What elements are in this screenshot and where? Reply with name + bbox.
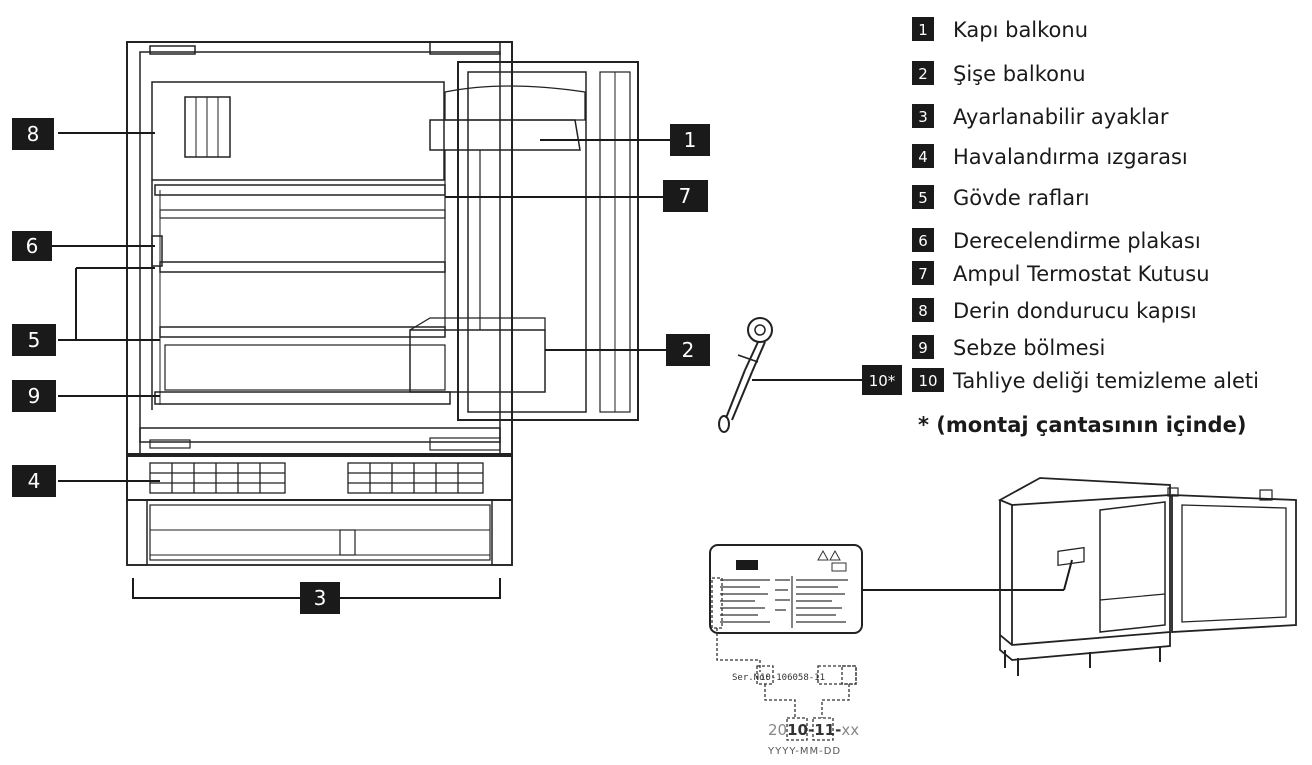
- callout-5-label: 5: [28, 328, 41, 352]
- callout-10: 10*: [862, 365, 902, 395]
- legend: 1 Kapı balkonu 2 Şişe balkonu 3 Ayarlana…: [912, 17, 1259, 437]
- callout-6: 6: [12, 231, 52, 261]
- legend-item-7: 7 Ampul Termostat Kutusu: [912, 261, 1210, 286]
- legend-text: Kapı balkonu: [953, 18, 1088, 42]
- legend-text: Ampul Termostat Kutusu: [953, 262, 1210, 286]
- legend-item-4: 4 Havalandırma ızgarası: [912, 144, 1188, 169]
- fridge-isometric-view: [997, 477, 1297, 676]
- brand-logo-mark: [736, 560, 758, 570]
- legend-text: Sebze bölmesi: [953, 336, 1105, 360]
- date-month: 11: [814, 721, 835, 739]
- legend-num: 6: [918, 232, 928, 250]
- legend-item-8: 8 Derin dondurucu kapısı: [912, 298, 1197, 323]
- legend-text: Derin dondurucu kapısı: [953, 299, 1197, 323]
- drain-cleaning-tool: [718, 317, 773, 433]
- legend-text: Gövde rafları: [953, 186, 1090, 210]
- serial-label: Ser.No:: [732, 673, 770, 683]
- callout-4-label: 4: [28, 469, 41, 493]
- legend-item-9: 9 Sebze bölmesi: [912, 335, 1105, 360]
- plate-text-lines: [720, 579, 848, 623]
- legend-item-3: 3 Ayarlanabilir ayaklar: [912, 104, 1169, 129]
- legend-text: Havalandırma ızgarası: [953, 145, 1188, 169]
- warning-icon: [817, 549, 841, 561]
- legend-text: Derecelendirme plakası: [953, 229, 1201, 253]
- legend-item-1: 1 Kapı balkonu: [912, 17, 1088, 42]
- plate-leader-line-end: [1063, 559, 1073, 591]
- legend-item-10: 10 Tahliye deliği temizleme aleti: [912, 368, 1259, 393]
- legend-item-6: 6 Derecelendirme plakası: [912, 228, 1201, 253]
- leader-lines: [52, 132, 670, 599]
- legend-note: * (montaj çantasının içinde): [918, 413, 1246, 437]
- legend-num: 8: [918, 302, 928, 320]
- legend-text: Tahliye deliği temizleme aleti: [952, 369, 1259, 393]
- callout-7: 7: [663, 180, 708, 212]
- callout-2: 2: [666, 334, 710, 366]
- callout-9: 9: [12, 380, 56, 412]
- legend-num: 4: [918, 148, 928, 166]
- callout-8-label: 8: [27, 122, 40, 146]
- legend-item-2: 2 Şişe balkonu: [912, 61, 1086, 86]
- callout-2-label: 2: [682, 338, 695, 362]
- legend-num: 2: [918, 65, 928, 83]
- callout-7-label: 7: [679, 184, 692, 208]
- legend-item-5: 5 Gövde rafları: [912, 185, 1090, 210]
- legend-text: Şişe balkonu: [953, 62, 1086, 86]
- rating-plate: Ser.No: 10-106058-11 2010-11-xx YYYY-MM-…: [709, 544, 863, 757]
- callout-3-label: 3: [314, 586, 327, 610]
- production-date: 2010-11-xx: [768, 721, 859, 739]
- date-day: xx: [841, 721, 859, 739]
- legend-num: 9: [918, 339, 928, 357]
- callout-4: 4: [12, 465, 56, 497]
- callout-1-label: 1: [684, 128, 697, 152]
- callout-3: 3: [300, 582, 340, 614]
- callout-8: 8: [12, 118, 54, 150]
- date-format: YYYY-MM-DD: [767, 746, 841, 757]
- callout-5: 5: [12, 324, 56, 356]
- callout-10-label: 10*: [869, 372, 896, 390]
- legend-num: 1: [918, 21, 928, 39]
- date-year: 10: [787, 721, 808, 739]
- serial-number: 10-106058-11: [760, 673, 825, 683]
- legend-num: 7: [918, 265, 928, 283]
- fridge-front-view: [126, 41, 639, 566]
- legend-num: 3: [918, 108, 928, 126]
- date-prefix: 20: [768, 721, 787, 739]
- legend-text: Ayarlanabilir ayaklar: [953, 105, 1169, 129]
- date-separator: -: [808, 721, 814, 739]
- legend-num: 10: [918, 372, 937, 390]
- legend-num: 5: [918, 189, 928, 207]
- callout-9-label: 9: [28, 384, 41, 408]
- callout-6-label: 6: [26, 234, 39, 258]
- callout-1: 1: [670, 124, 710, 156]
- date-separator: -: [835, 721, 841, 739]
